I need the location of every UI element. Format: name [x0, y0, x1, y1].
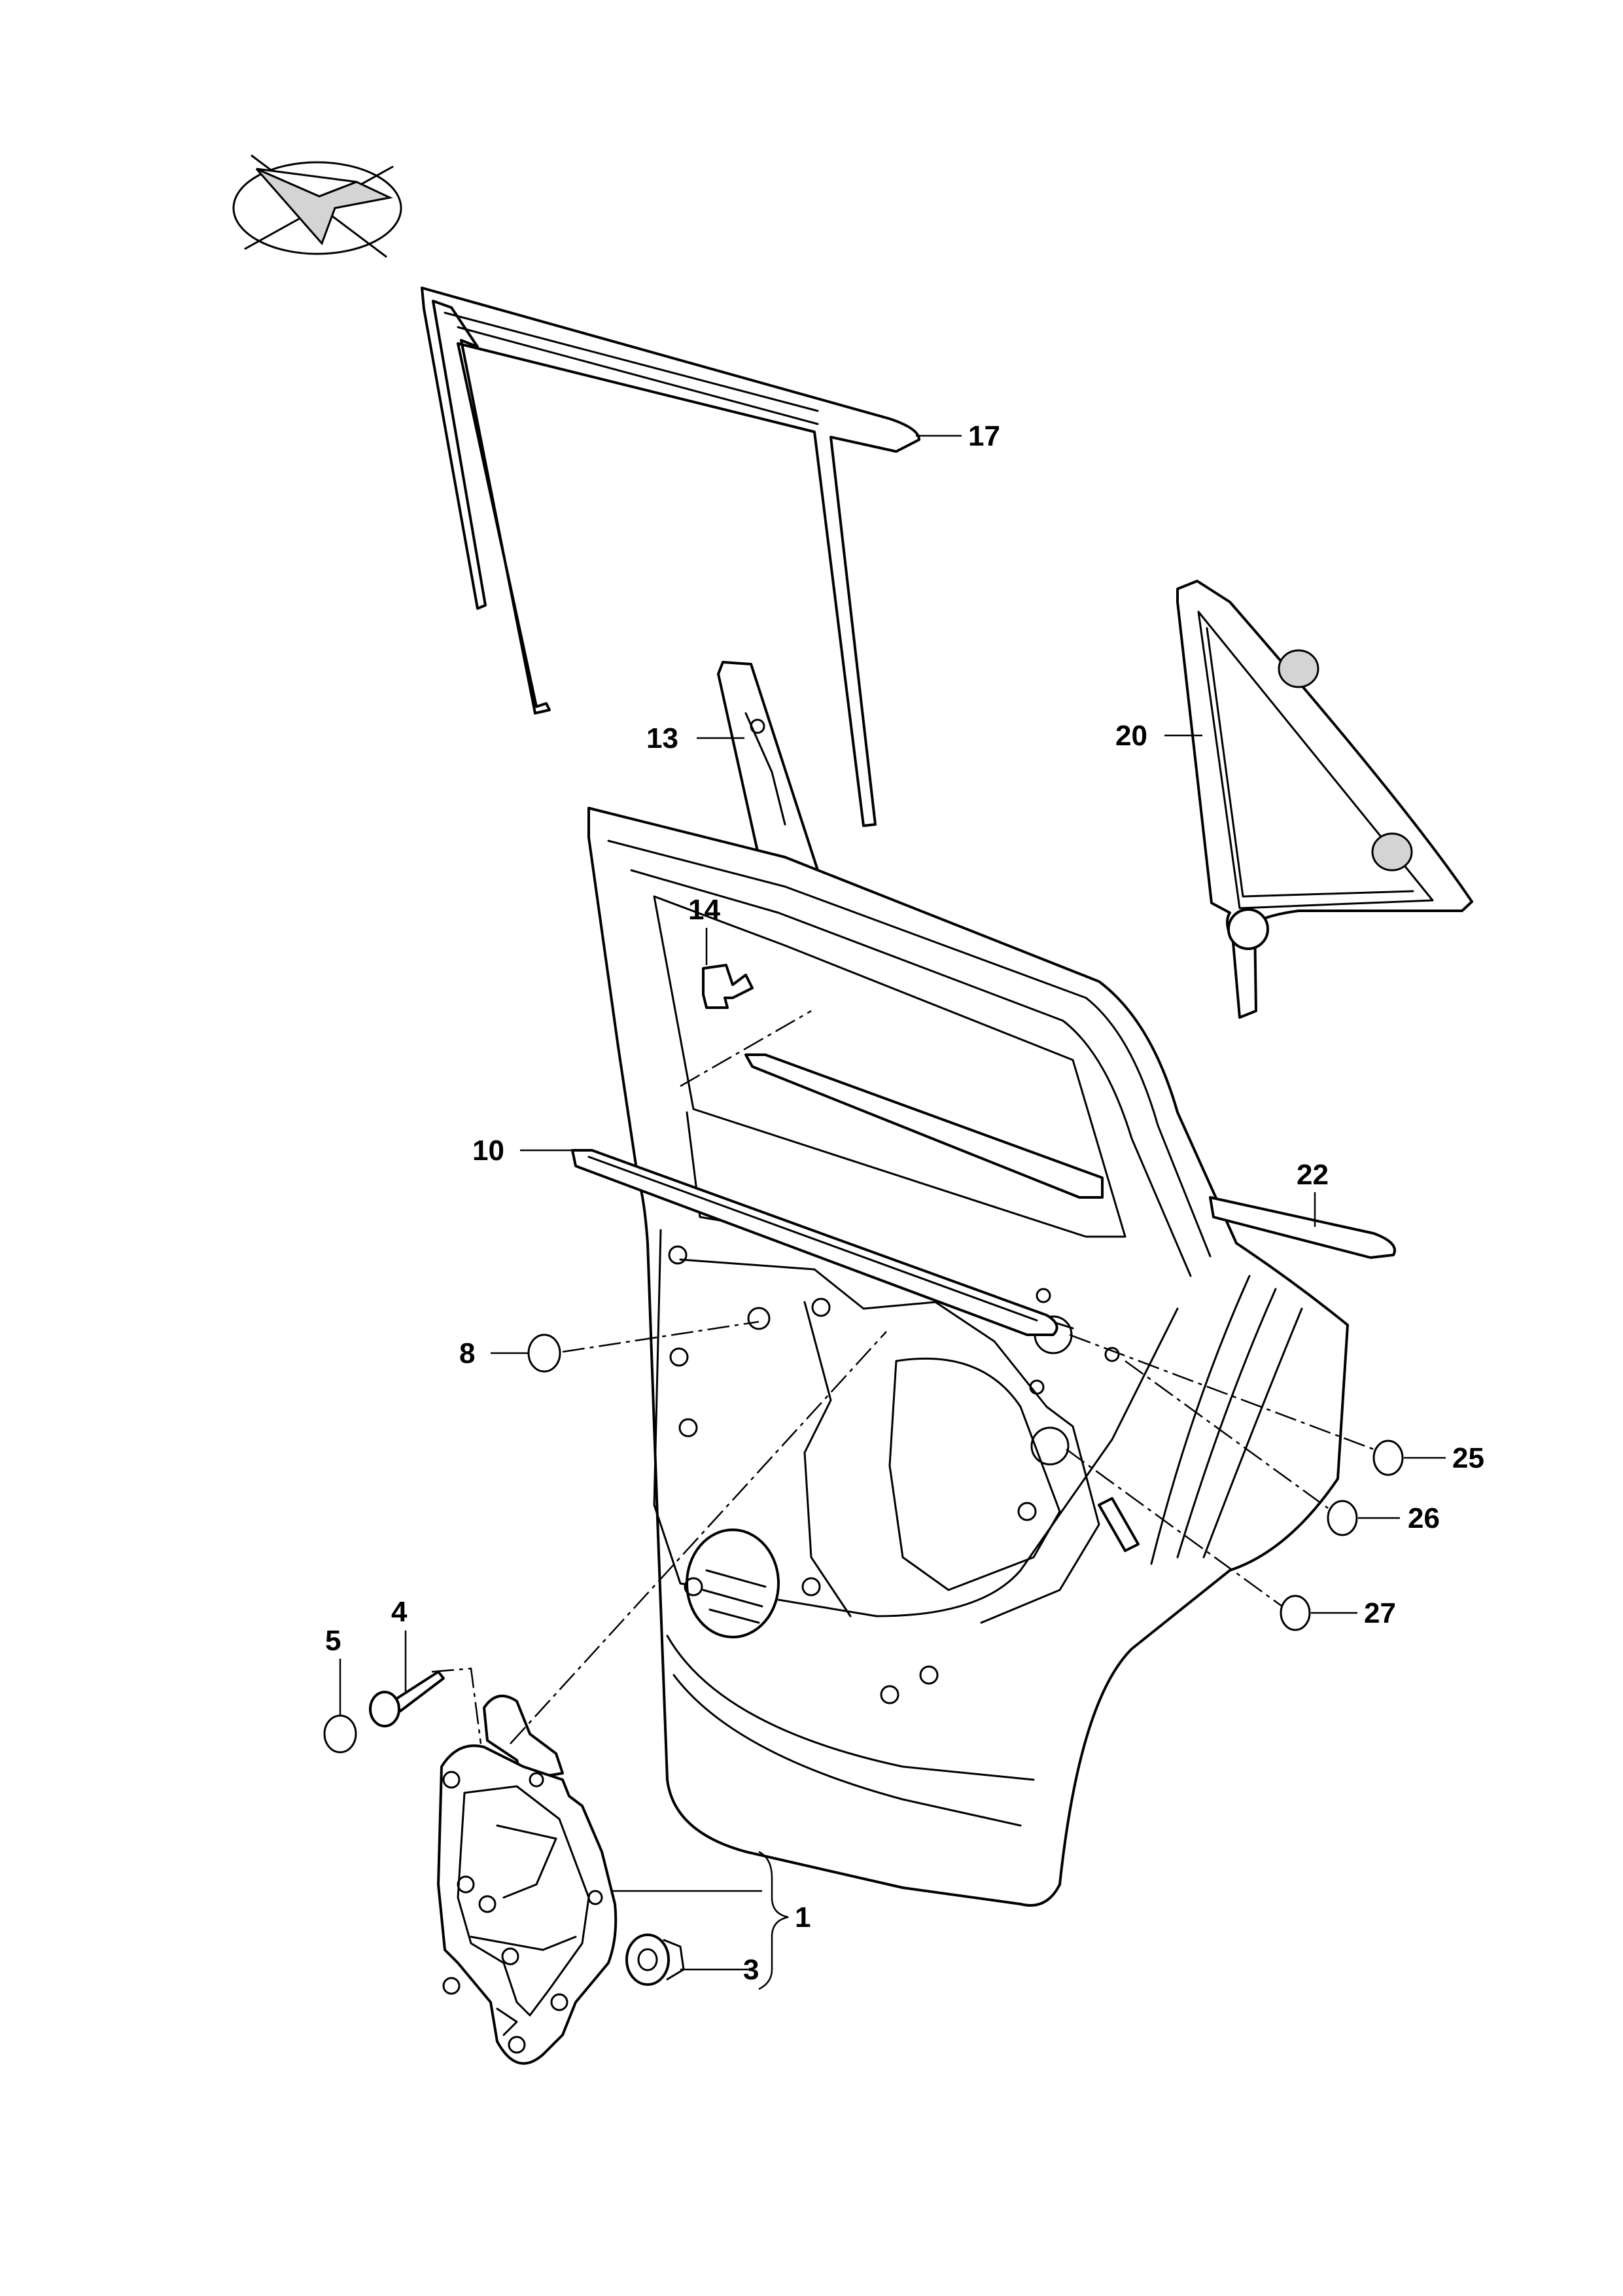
leader-lines: [339, 434, 1446, 1990]
grommet-part-3: [625, 1934, 685, 1986]
weatherstrip-part-10: [571, 1149, 1058, 1336]
plug-part-8: [527, 1333, 561, 1373]
plug-part-25: [1372, 1439, 1404, 1476]
plug-part-5: [323, 1714, 357, 1754]
weatherstrip-part-22: [744, 1053, 1396, 1259]
callout-1: 1: [795, 1901, 811, 1934]
window-regulator-part-1: [437, 1695, 618, 2065]
clip-part-14: [702, 964, 754, 1009]
orientation-view-icon: [232, 154, 402, 258]
window-channel-part-17: [421, 287, 920, 827]
door-shell: [587, 807, 1349, 1907]
sealing-plugs: [323, 1333, 1404, 1754]
callout-4: 4: [391, 1596, 408, 1628]
callout-5: 5: [325, 1625, 341, 1657]
plug-part-27: [1280, 1595, 1311, 1631]
callout-27: 27: [1364, 1597, 1396, 1629]
callout-26: 26: [1408, 1502, 1440, 1534]
callout-13: 13: [646, 722, 678, 754]
callout-14: 14: [688, 894, 720, 926]
callout-20: 20: [1115, 720, 1147, 752]
callout-labels: 17 13 14 20 10 22 8 25 26 27 5 4 1 3: [325, 420, 1484, 1986]
callout-3: 3: [743, 1954, 759, 1986]
bolt-part-4: [369, 1670, 445, 1727]
callout-8: 8: [459, 1337, 475, 1369]
assembly-lines: [431, 1010, 1374, 1744]
quarter-glass-part-20: [1176, 580, 1473, 1019]
callout-17: 17: [968, 420, 1000, 452]
callout-25: 25: [1452, 1442, 1484, 1474]
callout-10: 10: [472, 1135, 504, 1167]
plug-part-26: [1327, 1500, 1358, 1536]
callout-22: 22: [1297, 1159, 1329, 1191]
